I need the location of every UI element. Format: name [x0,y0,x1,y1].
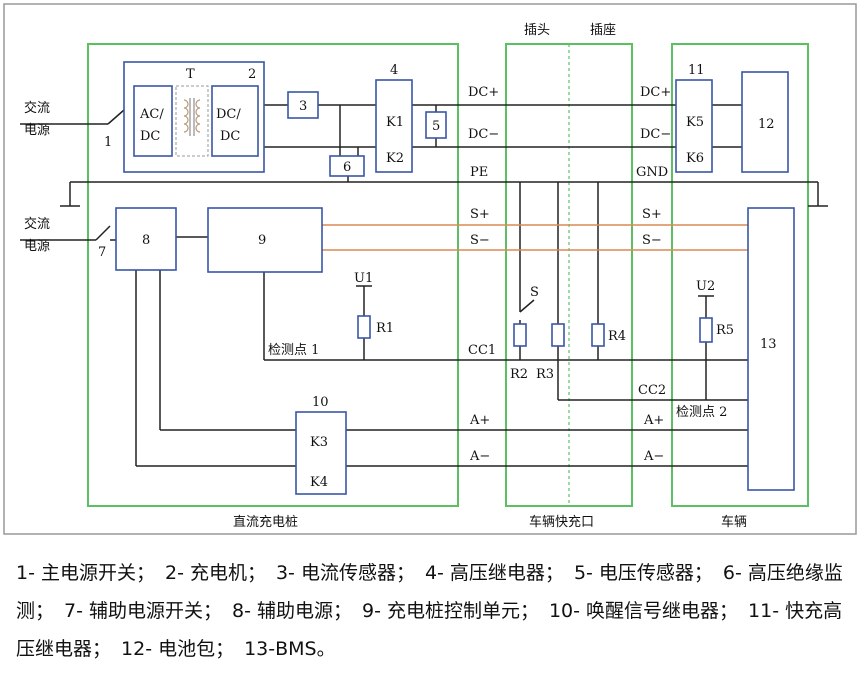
number-9: 9 [258,233,266,248]
legend-item-10: 10- 唤醒信号继电器； [548,600,739,622]
number-10: 10 [312,395,329,410]
legend-item-1: 1- 主电源开关； [16,562,155,584]
region-label-connector: 车辆快充口 [529,514,594,530]
relay-k4-label: K4 [310,475,328,490]
legend-item-7: 7- 辅助电源开关； [64,600,222,622]
acdc-label-line2: DC [140,129,160,144]
plug-label: 插头 [524,23,550,38]
relay-k3-label: K3 [310,435,328,450]
signal-am-right: A− [643,449,664,464]
wires [20,93,828,467]
number-8: 8 [142,233,150,248]
signal-sm-right: S− [642,233,662,248]
signal-am-left: A− [469,449,490,464]
transformer-symbol [175,85,209,157]
number-5: 5 [432,119,440,134]
region-label-charger: 直流充电桩 [233,514,298,530]
legend-item-11: 11- 快充高压继电器； [16,600,843,660]
label-r1: R1 [376,321,394,336]
legend-item-13: 13-BMS。 [244,638,336,660]
component-boxes [115,61,795,495]
dcdc-label-line2: DC [220,129,240,144]
dcdc-label-line1: DC/ [216,107,241,122]
signal-dcm-right: DC− [640,127,671,142]
number-11: 11 [688,63,705,78]
legend-item-2: 2- 充电机； [164,562,266,584]
legend-item-4: 4- 高压继电器； [424,562,564,584]
signal-dcp-right: DC+ [640,85,671,100]
label-r2: R2 [510,367,528,382]
label-u1: U1 [354,271,373,286]
signal-cc2: CC2 [638,383,666,398]
label-u2: U2 [696,279,715,294]
legend-item-5: 5- 电压传感器； [573,562,713,584]
legend-item-3: 3- 电流传感器； [275,562,415,584]
transformer-label: T [186,67,195,82]
number-4: 4 [390,63,398,78]
region-label-vehicle: 车辆 [721,514,747,530]
legend-item-9: 9- 充电桩控制单元； [361,600,539,622]
number-1: 1 [104,135,112,150]
number-3: 3 [299,99,307,114]
legend-item-12: 12- 电池包； [121,638,235,660]
legend-text: 1- 主电源开关； 2- 充电机； 3- 电流传感器； 4- 高压继电器； 5- 电压传… [16,554,852,668]
relay-k6-label: K6 [686,151,704,166]
acdc-label-line1: AC/ [139,107,164,122]
relay-k1-label: K1 [386,115,404,130]
detection-point-2: 检测点 2 [676,405,727,420]
legend-item-8: 8- 辅助电源； [232,600,352,622]
number-6: 6 [343,160,351,175]
label-r3: R3 [536,367,554,382]
legend-item-6: 6- 高压绝缘监测； [16,562,843,622]
signal-sp-left: S+ [470,207,490,222]
relay-k2-label: K2 [386,151,404,166]
signal-pe: PE [470,165,488,180]
signal-dcm-left: DC− [468,127,499,142]
region-vehicle [671,43,809,507]
label-s: S [530,285,539,300]
socket-label: 插座 [590,23,616,38]
power-label-2-line1: 交流 [24,216,50,232]
signal-wires [322,224,748,251]
signal-ap-left: A+ [469,413,490,428]
label-r4: R4 [608,329,626,344]
charging-circuit-diagram: 交流 电源 交流 电源 插头 插座 1 2 3 4 5 6 7 8 9 10 1… [3,3,857,535]
power-label-1-line1: 交流 [24,100,50,116]
signal-sm-left: S− [470,233,490,248]
signal-gnd: GND [636,165,668,180]
number-7: 7 [98,245,106,260]
signal-ap-right: A+ [643,413,664,428]
signal-dcp-left: DC+ [468,85,499,100]
label-r5: R5 [716,323,734,338]
number-2: 2 [248,67,256,82]
signal-cc1: CC1 [468,343,496,358]
number-13: 13 [760,337,777,352]
region-charger [87,43,459,507]
outer-frame [3,3,857,535]
relay-k5-label: K5 [686,115,704,130]
power-label-2-line2: 电源 [24,239,50,254]
number-12: 12 [758,117,775,132]
detection-point-1: 检测点 1 [268,343,319,358]
signal-sp-right: S+ [642,207,662,222]
power-label-1-line2: 电源 [24,123,50,138]
